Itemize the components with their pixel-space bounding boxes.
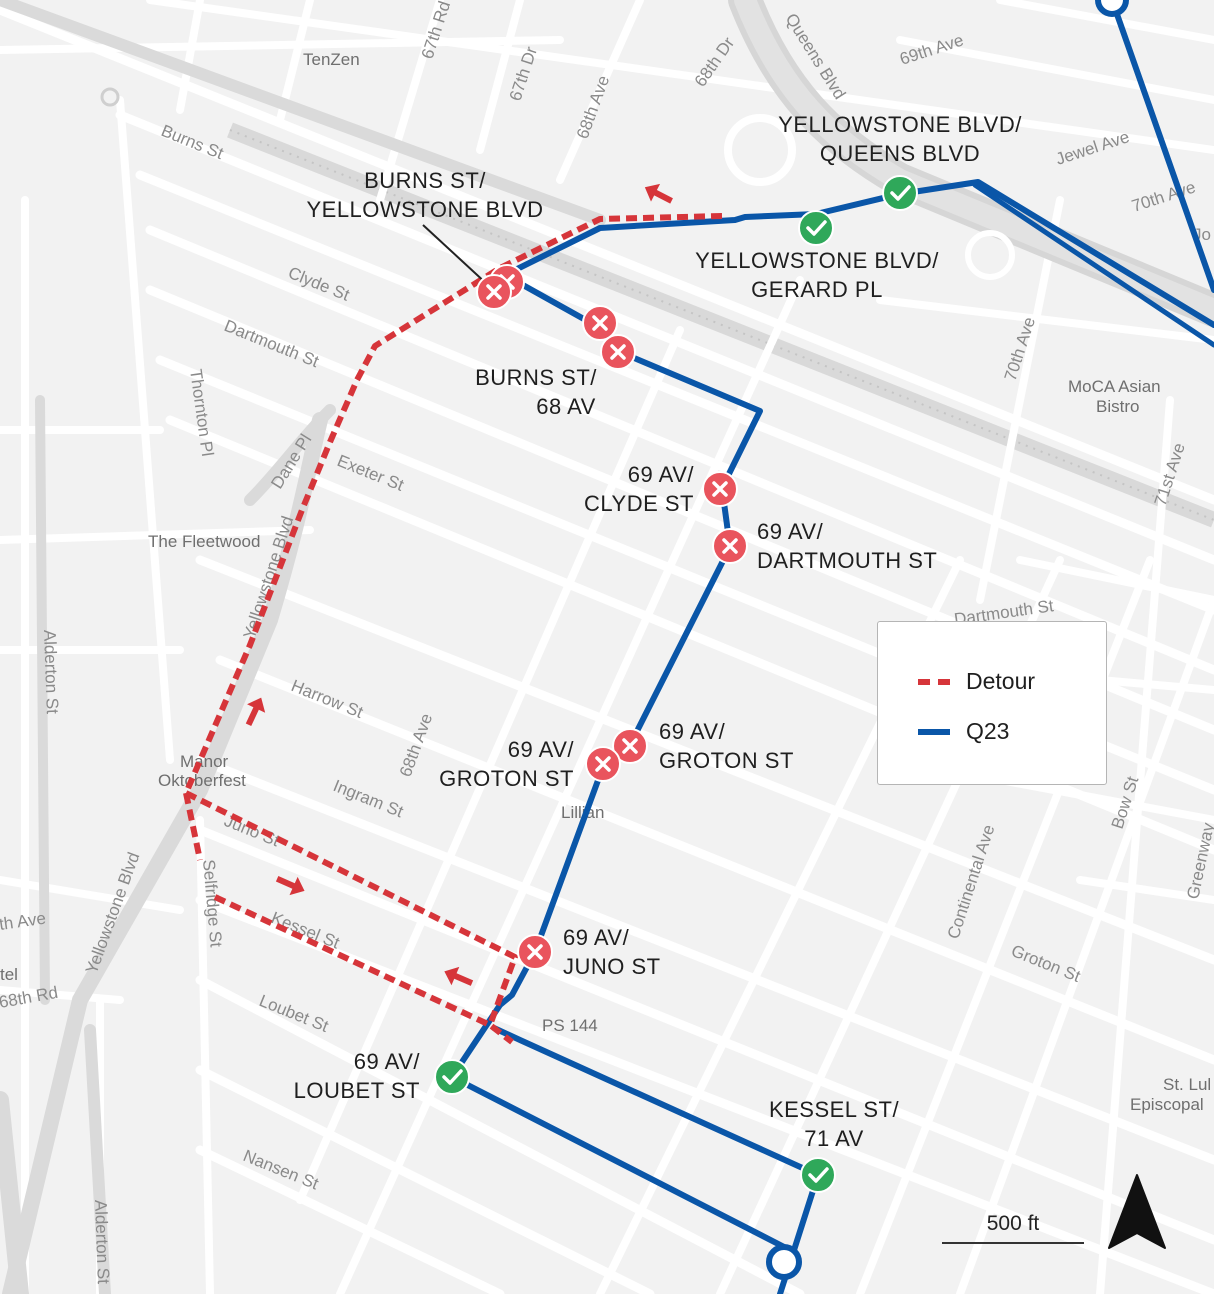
rail-corridor	[227, 122, 1214, 528]
burns-yellowstone-leader	[422, 224, 489, 286]
stop-marker-69av-groton-w	[585, 746, 621, 782]
north-arrow-icon	[1108, 1174, 1166, 1249]
stop-label-burns-yellowstone: BURNS ST/ YELLOWSTONE BLVD	[306, 168, 543, 222]
stop-label-69av-clyde: 69 AV/ CLYDE ST	[584, 462, 694, 516]
poi-ps144: PS 144	[542, 1016, 598, 1035]
scale-bar: 500 ft	[942, 1212, 1084, 1244]
legend-route: Q23	[918, 718, 1009, 745]
poi-moca-2: Bistro	[1096, 397, 1139, 416]
stop-marker-69av-loubet	[434, 1059, 470, 1095]
stop-label-69av-groton-e: 69 AV/ GROTON ST	[659, 719, 794, 773]
stop-label-69av-loubet: 69 AV/ LOUBET ST	[294, 1049, 421, 1103]
svg-text:CLYDE ST: CLYDE ST	[584, 491, 694, 516]
svg-text:69 AV/: 69 AV/	[354, 1049, 421, 1074]
legend-route-swatch	[918, 728, 950, 735]
arrow-nw	[644, 183, 673, 204]
svg-text:QUEENS BLVD: QUEENS BLVD	[820, 141, 980, 166]
legend-detour-label: Detour	[966, 668, 1036, 694]
svg-text:69 AV/: 69 AV/	[508, 737, 575, 762]
stop-markers	[434, 175, 918, 1193]
poi-st-luke-1: St. Lul	[1163, 1075, 1211, 1094]
stop-marker-69av-dartmouth	[712, 528, 748, 564]
svg-text:DARTMOUTH ST: DARTMOUTH ST	[757, 548, 937, 573]
stop-marker-69av-groton-e	[612, 728, 648, 764]
roundabout	[100, 87, 1015, 280]
arrow-se	[275, 875, 305, 896]
stop-marker-kessel-71av	[800, 1157, 836, 1193]
detour-arrows	[245, 183, 673, 986]
poi-tel: tel	[0, 965, 18, 984]
stop-marker-69av-juno	[517, 934, 553, 970]
stop-label-69av-dartmouth: 69 AV/ DARTMOUTH ST	[757, 519, 937, 573]
poi-oktoberfest: Oktoberfest	[158, 771, 246, 790]
svg-text:68 AV: 68 AV	[536, 394, 596, 419]
svg-text:GROTON ST: GROTON ST	[659, 748, 794, 773]
poi-st-luke-2: Episcopal	[1130, 1095, 1204, 1114]
label-alderton-st-2: Alderton St	[91, 1199, 113, 1284]
svg-text:JUNO ST: JUNO ST	[563, 954, 661, 979]
label-alderton-st-1: Alderton St	[40, 629, 62, 714]
svg-text:GROTON ST: GROTON ST	[439, 766, 574, 791]
poi-tenzen: TenZen	[303, 50, 360, 69]
stop-marker-yellowstone-queens	[882, 175, 918, 211]
svg-text:BURNS ST/: BURNS ST/	[364, 168, 486, 193]
stop-label-yellowstone-queens: YELLOWSTONE BLVD/ QUEENS BLVD	[778, 112, 1022, 166]
detour-route	[183, 213, 723, 1045]
stop-label-yellowstone-gerard: YELLOWSTONE BLVD/ GERARD PL	[695, 248, 939, 302]
stop-marker-burns-68av-a	[582, 305, 618, 341]
svg-text:69 AV/: 69 AV/	[563, 925, 630, 950]
stop-label-69av-groton-w: 69 AV/ GROTON ST	[439, 737, 574, 791]
arrow-w	[444, 966, 474, 986]
stop-marker-burns-68av-b	[600, 334, 636, 370]
stop-marker-69av-clyde	[702, 471, 738, 507]
svg-text:GERARD PL: GERARD PL	[751, 277, 883, 302]
svg-text:69 AV/: 69 AV/	[757, 519, 824, 544]
svg-text:YELLOWSTONE BLVD: YELLOWSTONE BLVD	[306, 197, 543, 222]
svg-text:69 AV/: 69 AV/	[628, 462, 695, 487]
svg-text:BURNS ST/: BURNS ST/	[475, 365, 597, 390]
legend-detour-swatch	[918, 678, 950, 685]
stop-marker-yellowstone-gerard	[798, 210, 834, 246]
legend-route-label: Q23	[966, 718, 1010, 744]
svg-text:LOUBET ST: LOUBET ST	[294, 1078, 420, 1103]
svg-text:69 AV/: 69 AV/	[659, 719, 726, 744]
route-terminal-markers	[766, 0, 1129, 1280]
svg-text:YELLOWSTONE BLVD/: YELLOWSTONE BLVD/	[778, 112, 1022, 137]
poi-moca-1: MoCA Asian	[1068, 377, 1161, 396]
poi-manor: Manor	[180, 752, 229, 771]
stop-label-kessel-71av: KESSEL ST/ 71 AV	[769, 1097, 900, 1151]
stop-label-burns-68av: BURNS ST/ 68 AV	[475, 365, 597, 419]
legend-detour: Detour	[918, 668, 1035, 695]
arrow-ne	[245, 697, 266, 727]
stop-label-69av-juno: 69 AV/ JUNO ST	[563, 925, 661, 979]
svg-text:YELLOWSTONE BLVD/: YELLOWSTONE BLVD/	[695, 248, 939, 273]
stop-marker-burns-yellowstone-b	[476, 274, 512, 310]
svg-text:71 AV: 71 AV	[804, 1126, 864, 1151]
poi-fleetwood: The Fleetwood	[148, 532, 260, 551]
svg-text:KESSEL ST/: KESSEL ST/	[769, 1097, 900, 1122]
poi-lillian: Lillian	[561, 803, 604, 822]
map-legend: Detour Q23	[877, 621, 1107, 785]
